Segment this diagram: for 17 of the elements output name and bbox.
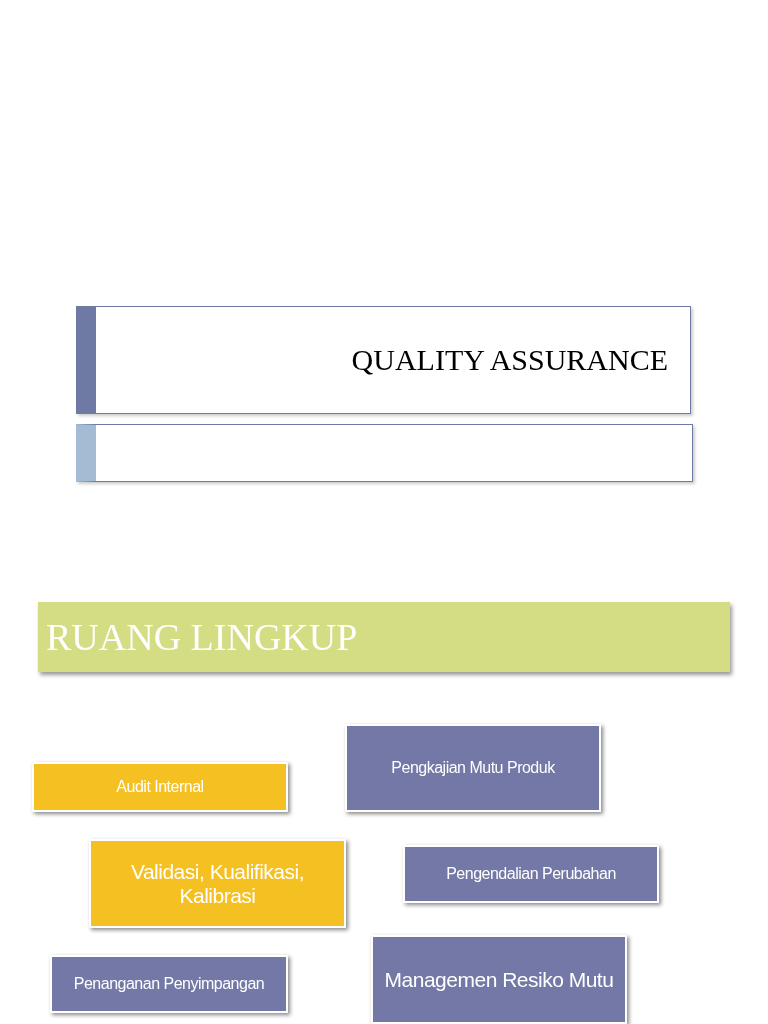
heading-band xyxy=(38,602,730,672)
topic-box xyxy=(50,955,288,1013)
topic-label: Pengendalian Perubahan xyxy=(446,865,616,883)
title-panel xyxy=(76,306,691,414)
topic-label: Validasi, Kualifikasi, Kalibrasi xyxy=(130,859,305,908)
subtitle-panel xyxy=(76,424,693,482)
topic-label: Penanganan Penyimpangan xyxy=(73,975,265,993)
topic-label: Audit Internal xyxy=(116,778,204,796)
topic-box xyxy=(32,762,288,812)
slide-title: QUALITY ASSURANCE xyxy=(351,343,668,377)
topic-box xyxy=(345,724,601,812)
topic-box xyxy=(89,839,346,928)
slide-heading: RUANG LINGKUP xyxy=(46,615,358,659)
topic-label: Managemen Resiko Mutu xyxy=(384,967,614,992)
topic-box xyxy=(371,935,627,1024)
topic-box xyxy=(403,845,659,903)
topic-label: Pengkajian Mutu Produk xyxy=(391,759,555,777)
